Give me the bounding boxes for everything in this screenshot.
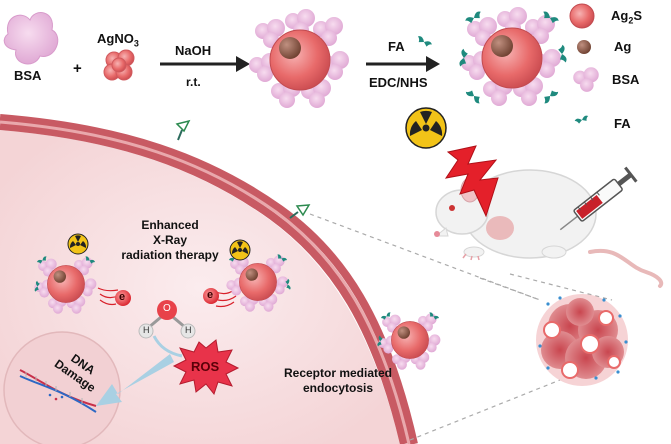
- legend-bsa-label: BSA: [612, 72, 640, 87]
- water-hydrogen-left-label: H: [143, 325, 150, 335]
- electron-left: [97, 287, 131, 306]
- ros-label: ROS: [191, 359, 220, 374]
- syringe-icon: [559, 166, 638, 231]
- bsa-label: BSA: [14, 68, 42, 83]
- electron-left-label: e: [119, 291, 126, 303]
- therapy-line2: X-Ray: [152, 233, 187, 247]
- water-molecule: [138, 300, 196, 339]
- plus-sign: +: [73, 60, 82, 77]
- fa-ag2s-bsa-nanoparticle: [458, 7, 568, 106]
- legend-ag2s-label: Ag2S: [611, 9, 642, 26]
- water-to-ros-arrow: [152, 335, 183, 358]
- legend-fa-label: FA: [614, 116, 631, 131]
- radiation-large-icon: [405, 107, 447, 149]
- ag2s-bsa-nanoparticle: [249, 9, 349, 108]
- radiation-icon: [229, 239, 251, 261]
- legend-ag-label: Ag: [614, 39, 632, 54]
- step2-arrowhead: [426, 56, 440, 72]
- agno3-text: AgNO: [97, 31, 134, 46]
- fa-icon: [415, 35, 433, 49]
- water-hydrogen-right-label: H: [185, 325, 192, 335]
- nanoparticle-left: [34, 255, 97, 314]
- agno3-label: AgNO3: [97, 32, 139, 49]
- agno3-subscript: 3: [133, 38, 139, 49]
- nucleus: [3, 331, 121, 444]
- agno3-cluster: [103, 49, 135, 81]
- legend-ag2s-subscript: 2: [628, 15, 634, 26]
- nanoparticle-endocytosis: [377, 311, 441, 370]
- legend-bsa-icon: [573, 67, 599, 92]
- lightning-bolt-icon: [444, 145, 499, 218]
- legend-ag2s-text: Ag: [611, 8, 629, 23]
- electron-right-label: e: [207, 289, 214, 301]
- legend-ag2s-icon: [569, 3, 595, 29]
- zoom-lines: [309, 213, 613, 441]
- endocytosis-line2: endocytosis: [302, 381, 374, 395]
- therapy-line3: radiation therapy: [121, 248, 219, 262]
- therapy-label: Enhanced X-Ray radiation therapy: [105, 218, 235, 263]
- membrane-receptor: [289, 204, 311, 219]
- membrane-receptor: [175, 119, 191, 141]
- legend-fa-icon: [574, 114, 590, 125]
- legend-ag-icon: [577, 40, 591, 54]
- endocytosis-label: Receptor mediated endocytosis: [268, 366, 408, 396]
- therapy-line1: Enhanced: [141, 218, 199, 232]
- step2-reagent: FA: [388, 39, 405, 54]
- tumor: [536, 294, 628, 386]
- radiation-icon: [67, 233, 89, 255]
- endocytosis-line1: Receptor mediated: [283, 366, 393, 380]
- nanoparticle-right: [226, 253, 291, 312]
- ros-burst: [172, 339, 240, 396]
- step1-condition: r.t.: [186, 75, 201, 89]
- step1-arrowhead: [236, 56, 250, 72]
- bsa-molecule: [3, 12, 59, 65]
- water-oxygen-label: O: [163, 303, 171, 314]
- legend-ag2s-suffix: S: [633, 8, 643, 23]
- step2-condition: EDC/NHS: [369, 75, 428, 90]
- ros-to-dna-arrow: [96, 354, 174, 406]
- step1-reagent: NaOH: [175, 43, 212, 58]
